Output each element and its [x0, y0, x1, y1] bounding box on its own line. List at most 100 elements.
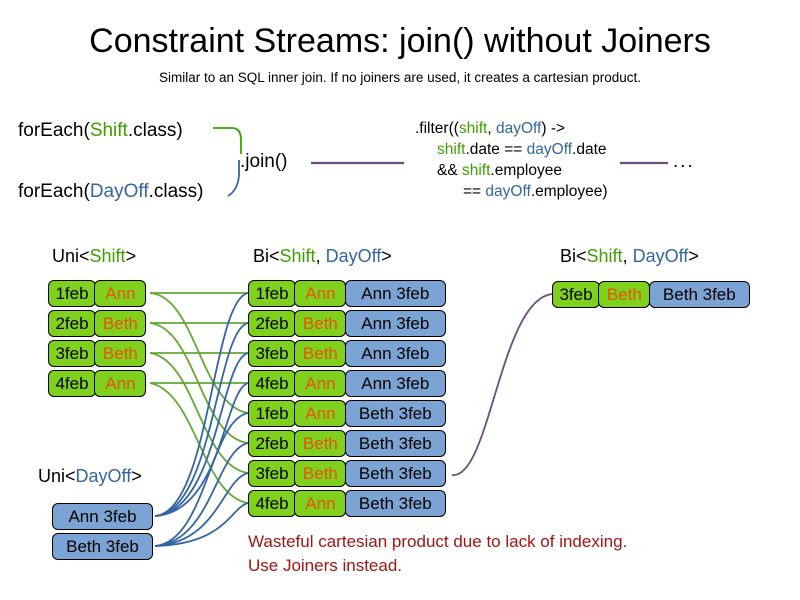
cartesian-shift-date: 2feb: [248, 430, 296, 457]
shift-employee: Beth: [94, 310, 147, 337]
cartesian-shift-date-text: 3feb: [255, 463, 289, 483]
filter-dayoff-param: dayOff: [495, 120, 542, 137]
cartesian-dayoff: Beth 3feb: [344, 430, 446, 457]
shift-date: 1feb: [48, 280, 96, 307]
filter-l4-dayoff: dayOff: [485, 183, 531, 200]
shift-date: 3feb: [48, 340, 96, 367]
cartesian-dayoff-text: Ann 3feb: [361, 373, 430, 393]
cartesian-dayoff-text: Beth 3feb: [358, 403, 432, 423]
result-shift-employee: Beth: [598, 281, 651, 308]
shift-employee-text: Beth: [102, 343, 138, 363]
cartesian-shift-date-text: 4feb: [255, 493, 289, 513]
shift-date: 2feb: [48, 310, 96, 337]
dayoff-card: Ann 3feb: [52, 503, 153, 530]
foreach-shift-prefix: forEach(: [18, 120, 90, 141]
shift-employee-text: Ann: [105, 283, 136, 303]
cartesian-dayoff: Ann 3feb: [344, 310, 446, 337]
shift-date-text: 4feb: [55, 373, 89, 393]
cartesian-card: 2feb Beth Ann 3feb: [248, 310, 446, 337]
cartesian-shift-employee: Beth: [294, 430, 347, 457]
cartesian-dayoff: Beth 3feb: [344, 400, 446, 427]
dayoff-text: Ann 3feb: [52, 503, 153, 530]
bi-mid-close: >: [381, 246, 392, 266]
filter-comma: ,: [487, 120, 496, 137]
cartesian-shift-date-text: 1feb: [255, 403, 289, 423]
dayoff-type-token: DayOff: [89, 181, 149, 202]
warning-text: Wasteful cartesian product due to lack o…: [248, 530, 627, 578]
page-subtitle: Similar to an SQL inner join. If no join…: [159, 70, 641, 85]
shift-employee: Ann: [94, 370, 147, 397]
cartesian-dayoff: Ann 3feb: [344, 370, 446, 397]
cartesian-dayoff-text: Beth 3feb: [358, 493, 432, 513]
cartesian-dayoff: Ann 3feb: [344, 340, 446, 367]
cartesian-shift-employee: Ann: [294, 280, 347, 307]
cartesian-card: 4feb Ann Ann 3feb: [248, 370, 446, 397]
filter-l3-and: &&: [437, 162, 462, 179]
shift-employee-text: Ann: [105, 373, 136, 393]
continuation-ellipsis: ...: [673, 151, 695, 172]
filter-lambda-block: .filter((shift, dayOff) -> shift.date ==…: [415, 118, 608, 202]
shift-card: 3feb Beth: [48, 340, 147, 367]
cartesian-shift-date: 4feb: [248, 370, 296, 397]
bi-right-close: >: [688, 246, 699, 266]
cartesian-shift-employee-text: Ann: [305, 373, 336, 393]
cartesian-shift-date: 1feb: [248, 400, 296, 427]
dayoff-text-text: Ann 3feb: [68, 506, 137, 526]
warning-line-1: Wasteful cartesian product due to lack o…: [248, 532, 628, 551]
result-shift-date: 3feb: [552, 281, 600, 308]
result-card: 3feb Beth Beth 3feb: [552, 281, 750, 308]
warning-line-2: Use Joiners instead.: [248, 556, 403, 575]
cartesian-shift-employee: Beth: [294, 340, 347, 367]
cartesian-shift-employee-text: Ann: [305, 283, 336, 303]
filter-l3-end: .employee: [490, 162, 562, 179]
cartesian-shift-date-text: 4feb: [255, 373, 289, 393]
bi-right-open: Bi<: [560, 246, 587, 266]
filter-l3-shift: shift: [461, 162, 491, 179]
cartesian-card: 4feb Ann Beth 3feb: [248, 490, 446, 517]
filter-open: .filter((: [415, 120, 459, 137]
shift-employee-text: Beth: [102, 313, 138, 333]
shift-type-token: Shift: [89, 120, 128, 141]
uni-dayoff-type: DayOff: [75, 466, 132, 486]
dayoff-text-text: Beth 3feb: [66, 536, 139, 556]
bi-mid-sep: ,: [315, 246, 326, 266]
shift-employee: Beth: [94, 340, 147, 367]
shift-date-text: 3feb: [55, 343, 89, 363]
filter-l4-eq: ==: [463, 183, 486, 200]
label-uni-dayoff: Uni<DayOff>: [38, 466, 142, 487]
foreach-dayoff-suffix: .class): [148, 181, 204, 202]
foreach-shift-suffix: .class): [127, 120, 183, 141]
result-shift-employee-text: Beth: [606, 284, 642, 304]
filter-l4-end: .employee): [530, 183, 608, 200]
cartesian-shift-date-text: 2feb: [255, 313, 289, 333]
uni-shift-close: >: [125, 246, 137, 266]
cartesian-card: 1feb Ann Beth 3feb: [248, 400, 446, 427]
foreach-dayoff-statement: forEach(DayOff.class): [18, 181, 204, 203]
label-bi-middle: Bi<Shift, DayOff>: [253, 246, 392, 267]
cartesian-shift-date: 3feb: [248, 340, 296, 367]
cartesian-shift-employee: Ann: [294, 370, 347, 397]
bi-mid-open: Bi<: [253, 246, 280, 266]
cartesian-shift-employee-text: Beth: [302, 313, 338, 333]
uni-shift-type: Shift: [89, 246, 126, 266]
cartesian-shift-employee-text: Ann: [305, 493, 336, 513]
cartesian-shift-employee-text: Ann: [305, 403, 336, 423]
result-dayoff-text: Beth 3feb: [662, 284, 736, 304]
label-uni-shift: Uni<Shift>: [52, 246, 136, 267]
foreach-dayoff-prefix: forEach(: [18, 181, 90, 202]
cartesian-dayoff-text: Ann 3feb: [361, 313, 430, 333]
shift-date: 4feb: [48, 370, 96, 397]
bi-mid-type-a: Shift: [279, 246, 316, 266]
shift-date-text: 1feb: [55, 283, 89, 303]
cartesian-shift-date: 3feb: [248, 460, 296, 487]
cartesian-dayoff: Ann 3feb: [344, 280, 446, 307]
cartesian-shift-date-text: 3feb: [255, 343, 289, 363]
cartesian-shift-date-text: 2feb: [255, 433, 289, 453]
filter-l2-end: .date: [572, 141, 607, 158]
filter-l2-shift: shift: [437, 141, 466, 158]
page-title: Constraint Streams: join() without Joine…: [89, 22, 711, 60]
dayoff-card: Beth 3feb: [52, 533, 153, 560]
